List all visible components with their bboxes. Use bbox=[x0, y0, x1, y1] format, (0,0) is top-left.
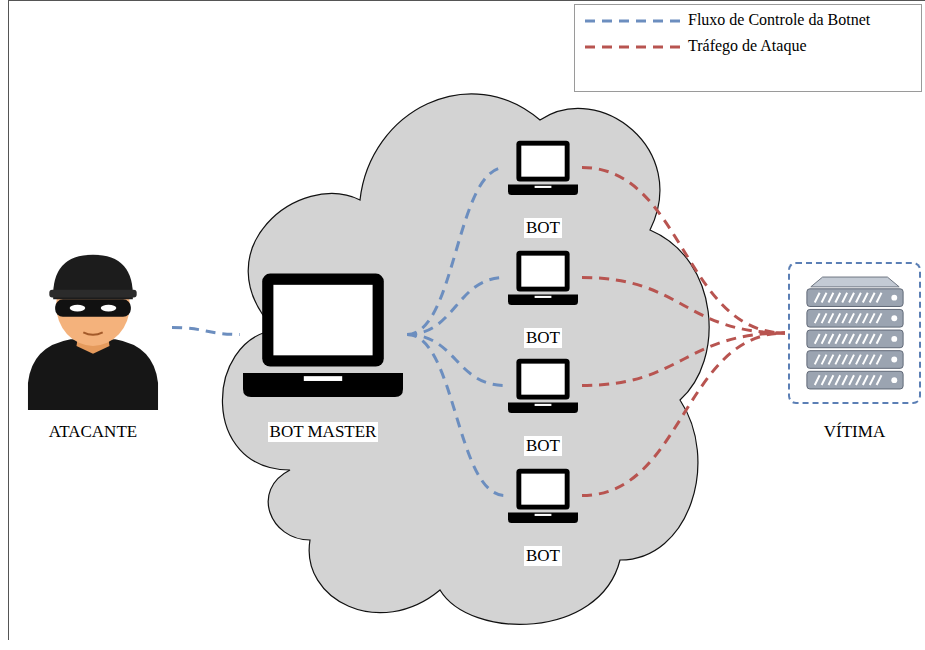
computer-node: BOT MASTER bbox=[243, 272, 403, 442]
attacker-icon bbox=[18, 245, 168, 410]
legend-line-sample bbox=[585, 46, 683, 49]
legend-box: Fluxo de Controle da BotnetTráfego de At… bbox=[574, 4, 922, 92]
legend-line-sample bbox=[585, 20, 683, 23]
node-label: VÍTIMA bbox=[822, 422, 887, 442]
computer-node: BOT bbox=[508, 140, 578, 238]
attack-traffic-line bbox=[582, 333, 785, 386]
node-label: BOT bbox=[524, 436, 562, 456]
laptop-shape bbox=[508, 250, 578, 305]
node-label: ATACANTE bbox=[47, 422, 139, 442]
node-label: BOT bbox=[524, 328, 562, 348]
legend-label: Fluxo de Controle da Botnet bbox=[688, 7, 921, 33]
server-shape bbox=[788, 262, 921, 404]
control-flow-line bbox=[407, 278, 505, 335]
laptop-icon bbox=[508, 468, 578, 523]
control-flow-line bbox=[407, 335, 505, 496]
frame-line bbox=[8, 0, 9, 640]
computer-node: BOT bbox=[508, 358, 578, 456]
laptop-icon bbox=[508, 358, 578, 413]
laptop-icon bbox=[508, 140, 578, 195]
attack-traffic-line bbox=[582, 333, 785, 496]
control-flow-line bbox=[407, 168, 505, 335]
frame-line bbox=[8, 0, 925, 1]
control-flow-line bbox=[407, 335, 505, 386]
computer-node: BOT bbox=[508, 250, 578, 348]
laptop-shape bbox=[508, 358, 578, 413]
server-node: VÍTIMA bbox=[788, 262, 921, 442]
attacker-node: ATACANTE bbox=[18, 245, 168, 442]
laptop-shape bbox=[508, 468, 578, 523]
attacker-shape bbox=[18, 245, 168, 410]
network-cloud bbox=[222, 94, 709, 625]
attack-traffic-line bbox=[582, 278, 785, 334]
attack-traffic-line bbox=[582, 168, 785, 334]
legend-label: Tráfego de Ataque bbox=[688, 33, 921, 59]
computer-node: BOT bbox=[508, 468, 578, 566]
laptop-icon bbox=[508, 250, 578, 305]
laptop-shape bbox=[243, 272, 403, 397]
node-label: BOT MASTER bbox=[268, 422, 379, 442]
server-icon bbox=[801, 274, 909, 392]
control-flow-line bbox=[172, 328, 240, 335]
laptop-icon bbox=[243, 272, 403, 397]
laptop-shape bbox=[508, 140, 578, 195]
node-label: BOT bbox=[524, 218, 562, 238]
node-label: BOT bbox=[524, 546, 562, 566]
